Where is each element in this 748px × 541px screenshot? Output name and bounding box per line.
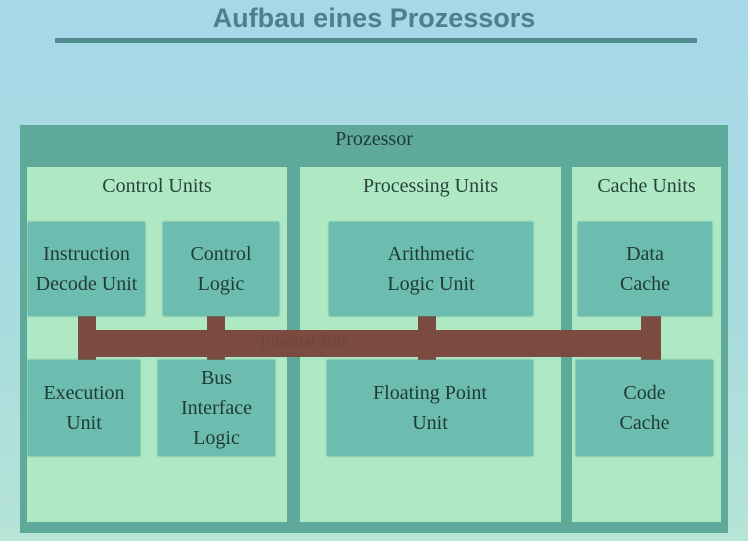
slide-title: Aufbau eines Prozessors [212, 3, 536, 33]
arithmetic-logic-unit: Arithmetic Logic Unit [329, 222, 533, 316]
floating-point-unit: Floating Point Unit [327, 360, 533, 456]
data-cache: Data Cache [578, 222, 712, 316]
instruction-decode-unit: Instruction Decode Unit [28, 222, 145, 316]
code-cache: Code Cache [576, 360, 713, 456]
bus-interface-logic: Bus Interface Logic [158, 360, 275, 456]
control-logic: Control Logic [163, 222, 279, 316]
processing-units-label: Processing Units [363, 175, 498, 197]
execution-unit: Execution Unit [28, 360, 140, 456]
internal-bus [78, 330, 660, 357]
control-units-label: Control Units [102, 175, 212, 197]
bus-stub-instruction [78, 314, 96, 362]
bus-stub-alu [418, 314, 436, 362]
bus-stub-cache [641, 314, 661, 362]
bus-label: Internal Bus [260, 331, 349, 351]
title-underline [55, 38, 697, 43]
cache-units-label: Cache Units [597, 175, 696, 197]
processor-label: Prozessor [335, 128, 413, 150]
bus-stub-control [207, 314, 225, 362]
